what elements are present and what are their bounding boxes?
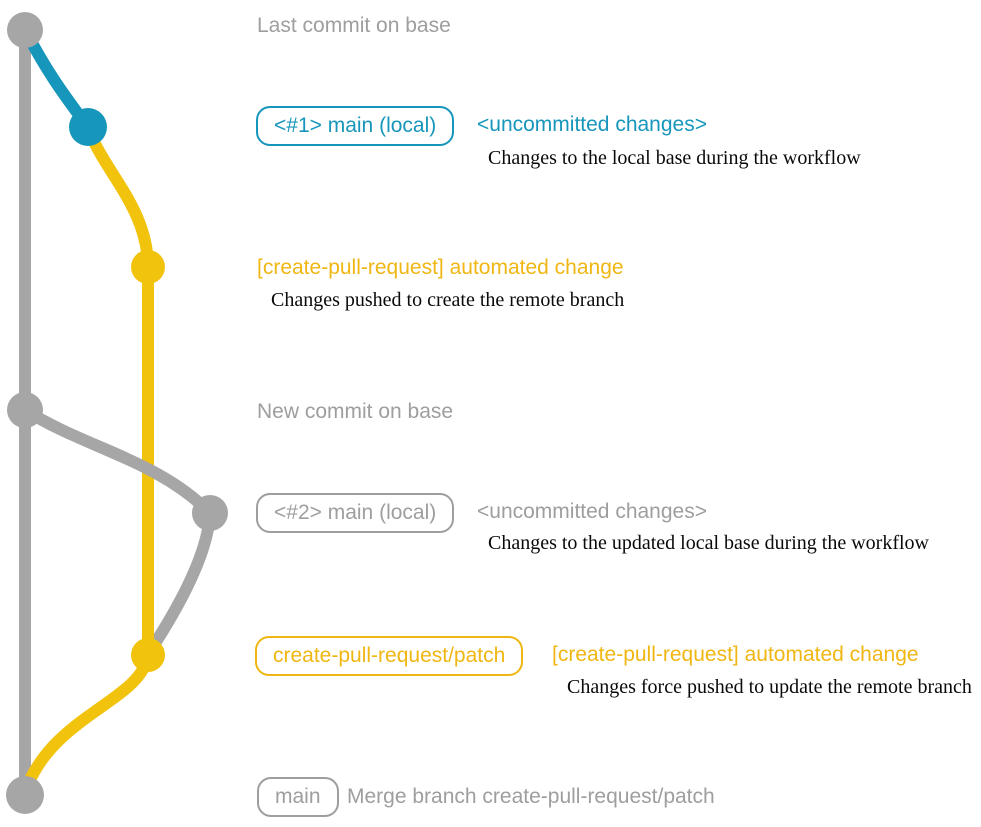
merge-branch-label: Merge branch create-pull-request/patch [347,785,715,808]
main-badge: main [257,777,339,817]
commit-node-local-main-2 [192,495,228,531]
rebase-merge-curve [146,507,216,654]
pr-merge-curve [19,649,154,799]
main-local-1-badge: <#1> main (local) [256,106,455,146]
commit-node-automated-1 [131,250,165,284]
new-commit-on-base-label: New commit on base [257,400,454,423]
commit-node-automated-2 [131,638,165,672]
main-local-2-badge: <#2> main (local) [256,493,455,533]
commit-node-merge [6,776,44,814]
updated-local-base-changes-note: Changes to the updated local base during… [488,532,929,554]
uncommitted-changes-2-label: <uncommitted changes> [477,500,707,523]
push-create-branch-note: Changes pushed to create the remote bran… [271,289,625,311]
local-base-changes-note: Changes to the local base during the wor… [488,147,861,169]
automated-change-2-label: [create-pull-request] automated change [552,643,919,666]
last-commit-on-base-label: Last commit on base [257,14,451,37]
base-update-curve [19,404,216,519]
create-pull-request-patch-badge: create-pull-request/patch [255,636,524,676]
force-push-update-branch-note: Changes force pushed to update the remot… [567,676,972,698]
commit-node-base-tip [7,12,43,48]
commit-node-local-main-1 [69,108,107,146]
uncommitted-changes-1-label: <uncommitted changes> [477,113,707,136]
commit-node-new-base [7,392,43,428]
automated-change-1-label: [create-pull-request] automated change [257,256,624,279]
pr-branch-line [82,121,154,661]
